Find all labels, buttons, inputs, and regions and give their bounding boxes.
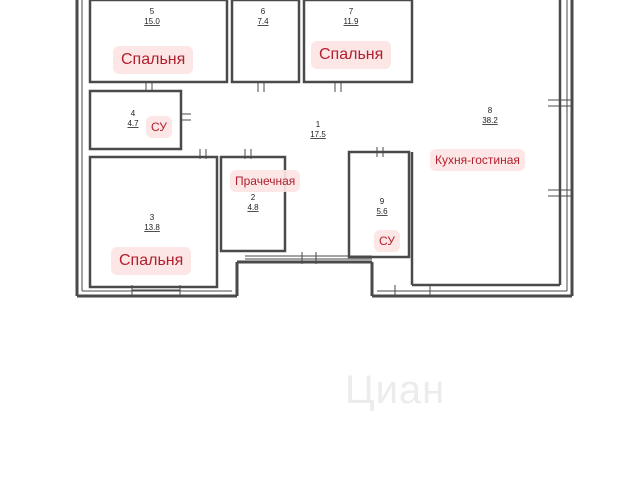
room-5-number: 5 [150, 7, 155, 16]
room-2-area: 4.8 [247, 203, 259, 212]
room-4: 4 4.7 [127, 109, 139, 128]
room-5: 5 15.0 [144, 7, 160, 26]
bath-left-label: СУ [146, 116, 172, 138]
room-9-number: 9 [380, 197, 385, 206]
room-1: 1 17.5 [310, 120, 326, 139]
room-2: 2 4.8 [247, 193, 259, 212]
room-6-area: 7.4 [257, 17, 269, 26]
bedroom-top-mid-label: Спальня [311, 41, 392, 69]
room-4-area: 4.7 [127, 119, 139, 128]
room-8: 8 38.2 [482, 106, 498, 125]
watermark: Циан [345, 368, 446, 412]
interior-walls [88, 0, 562, 289]
room-7-number: 7 [349, 7, 354, 16]
room-9-area: 5.6 [376, 207, 388, 216]
room-1-area: 17.5 [310, 130, 326, 139]
room-6: 6 7.4 [257, 7, 269, 26]
bedroom-bottom-label: Спальня [111, 247, 192, 275]
outer-walls [75, 0, 574, 298]
room-3: 3 13.8 [144, 213, 160, 232]
room-6-number: 6 [261, 7, 266, 16]
room-2-number: 2 [251, 193, 256, 202]
room-5-area: 15.0 [144, 17, 160, 26]
door-marks [131, 82, 572, 296]
room-9: 9 5.6 [376, 197, 388, 216]
room-7: 7 11.9 [344, 7, 360, 26]
bath-right-label: СУ [374, 230, 400, 252]
room-8-area: 38.2 [482, 116, 498, 125]
bedroom-top-left-label: Спальня [113, 46, 194, 74]
laundry-label: Прачечная [230, 170, 301, 192]
room-3-number: 3 [150, 213, 155, 222]
room-8-number: 8 [488, 106, 493, 115]
room-7-area: 11.9 [344, 17, 360, 26]
room-3-area: 13.8 [144, 223, 160, 232]
kitchen-living-label: Кухня-гостиная [430, 149, 525, 171]
room-4-number: 4 [131, 109, 136, 118]
room-1-number: 1 [316, 120, 321, 129]
